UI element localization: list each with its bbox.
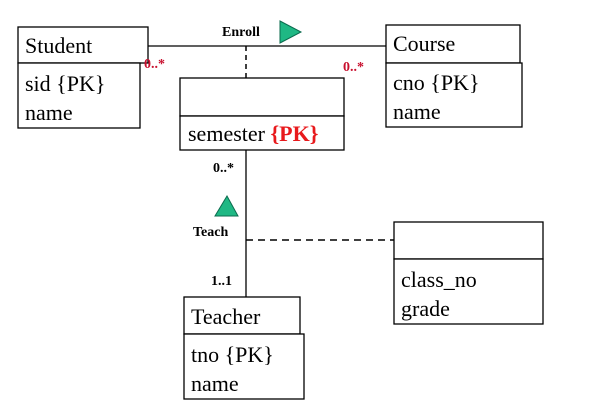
teach-multiplicity-top: 0..* xyxy=(213,161,234,176)
class-student: Student sid {PK} name xyxy=(17,26,149,129)
enroll-association-label: Enroll xyxy=(222,25,260,40)
class-student-name: Student xyxy=(25,33,92,58)
enroll-multiplicity-course: 0..* xyxy=(343,60,364,75)
class-teach-attr-grade: grade xyxy=(401,296,450,321)
class-enroll-association: semester {PK} xyxy=(179,77,345,151)
class-teacher: Teacher tno {PK} name xyxy=(183,296,305,400)
class-teacher-name: Teacher xyxy=(191,304,261,329)
class-course-attr-name: name xyxy=(393,99,441,124)
class-teacher-attr-name: name xyxy=(191,371,239,396)
class-teacher-attr-tno: tno {PK} xyxy=(191,342,274,367)
class-course-name: Course xyxy=(393,31,455,56)
class-enroll-attr-semester: semester {PK} xyxy=(188,121,318,146)
class-course: Course cno {PK} name xyxy=(385,24,523,128)
teach-association-label: Teach xyxy=(193,225,228,240)
class-teach-attr-class-no: class_no xyxy=(401,267,477,292)
class-student-attr-name: name xyxy=(25,100,73,125)
right-triangle-icon xyxy=(279,20,303,44)
up-triangle-icon xyxy=(214,194,239,217)
semester-pk-label: {PK} xyxy=(270,121,318,146)
class-student-attr-sid: sid {PK} xyxy=(25,71,105,96)
semester-label: semester xyxy=(188,121,270,146)
class-course-attr-cno: cno {PK} xyxy=(393,70,480,95)
enroll-multiplicity-student: 0..* xyxy=(144,57,165,72)
teach-multiplicity-bottom: 1..1 xyxy=(211,274,232,289)
class-teach-association: class_no grade xyxy=(393,221,544,325)
